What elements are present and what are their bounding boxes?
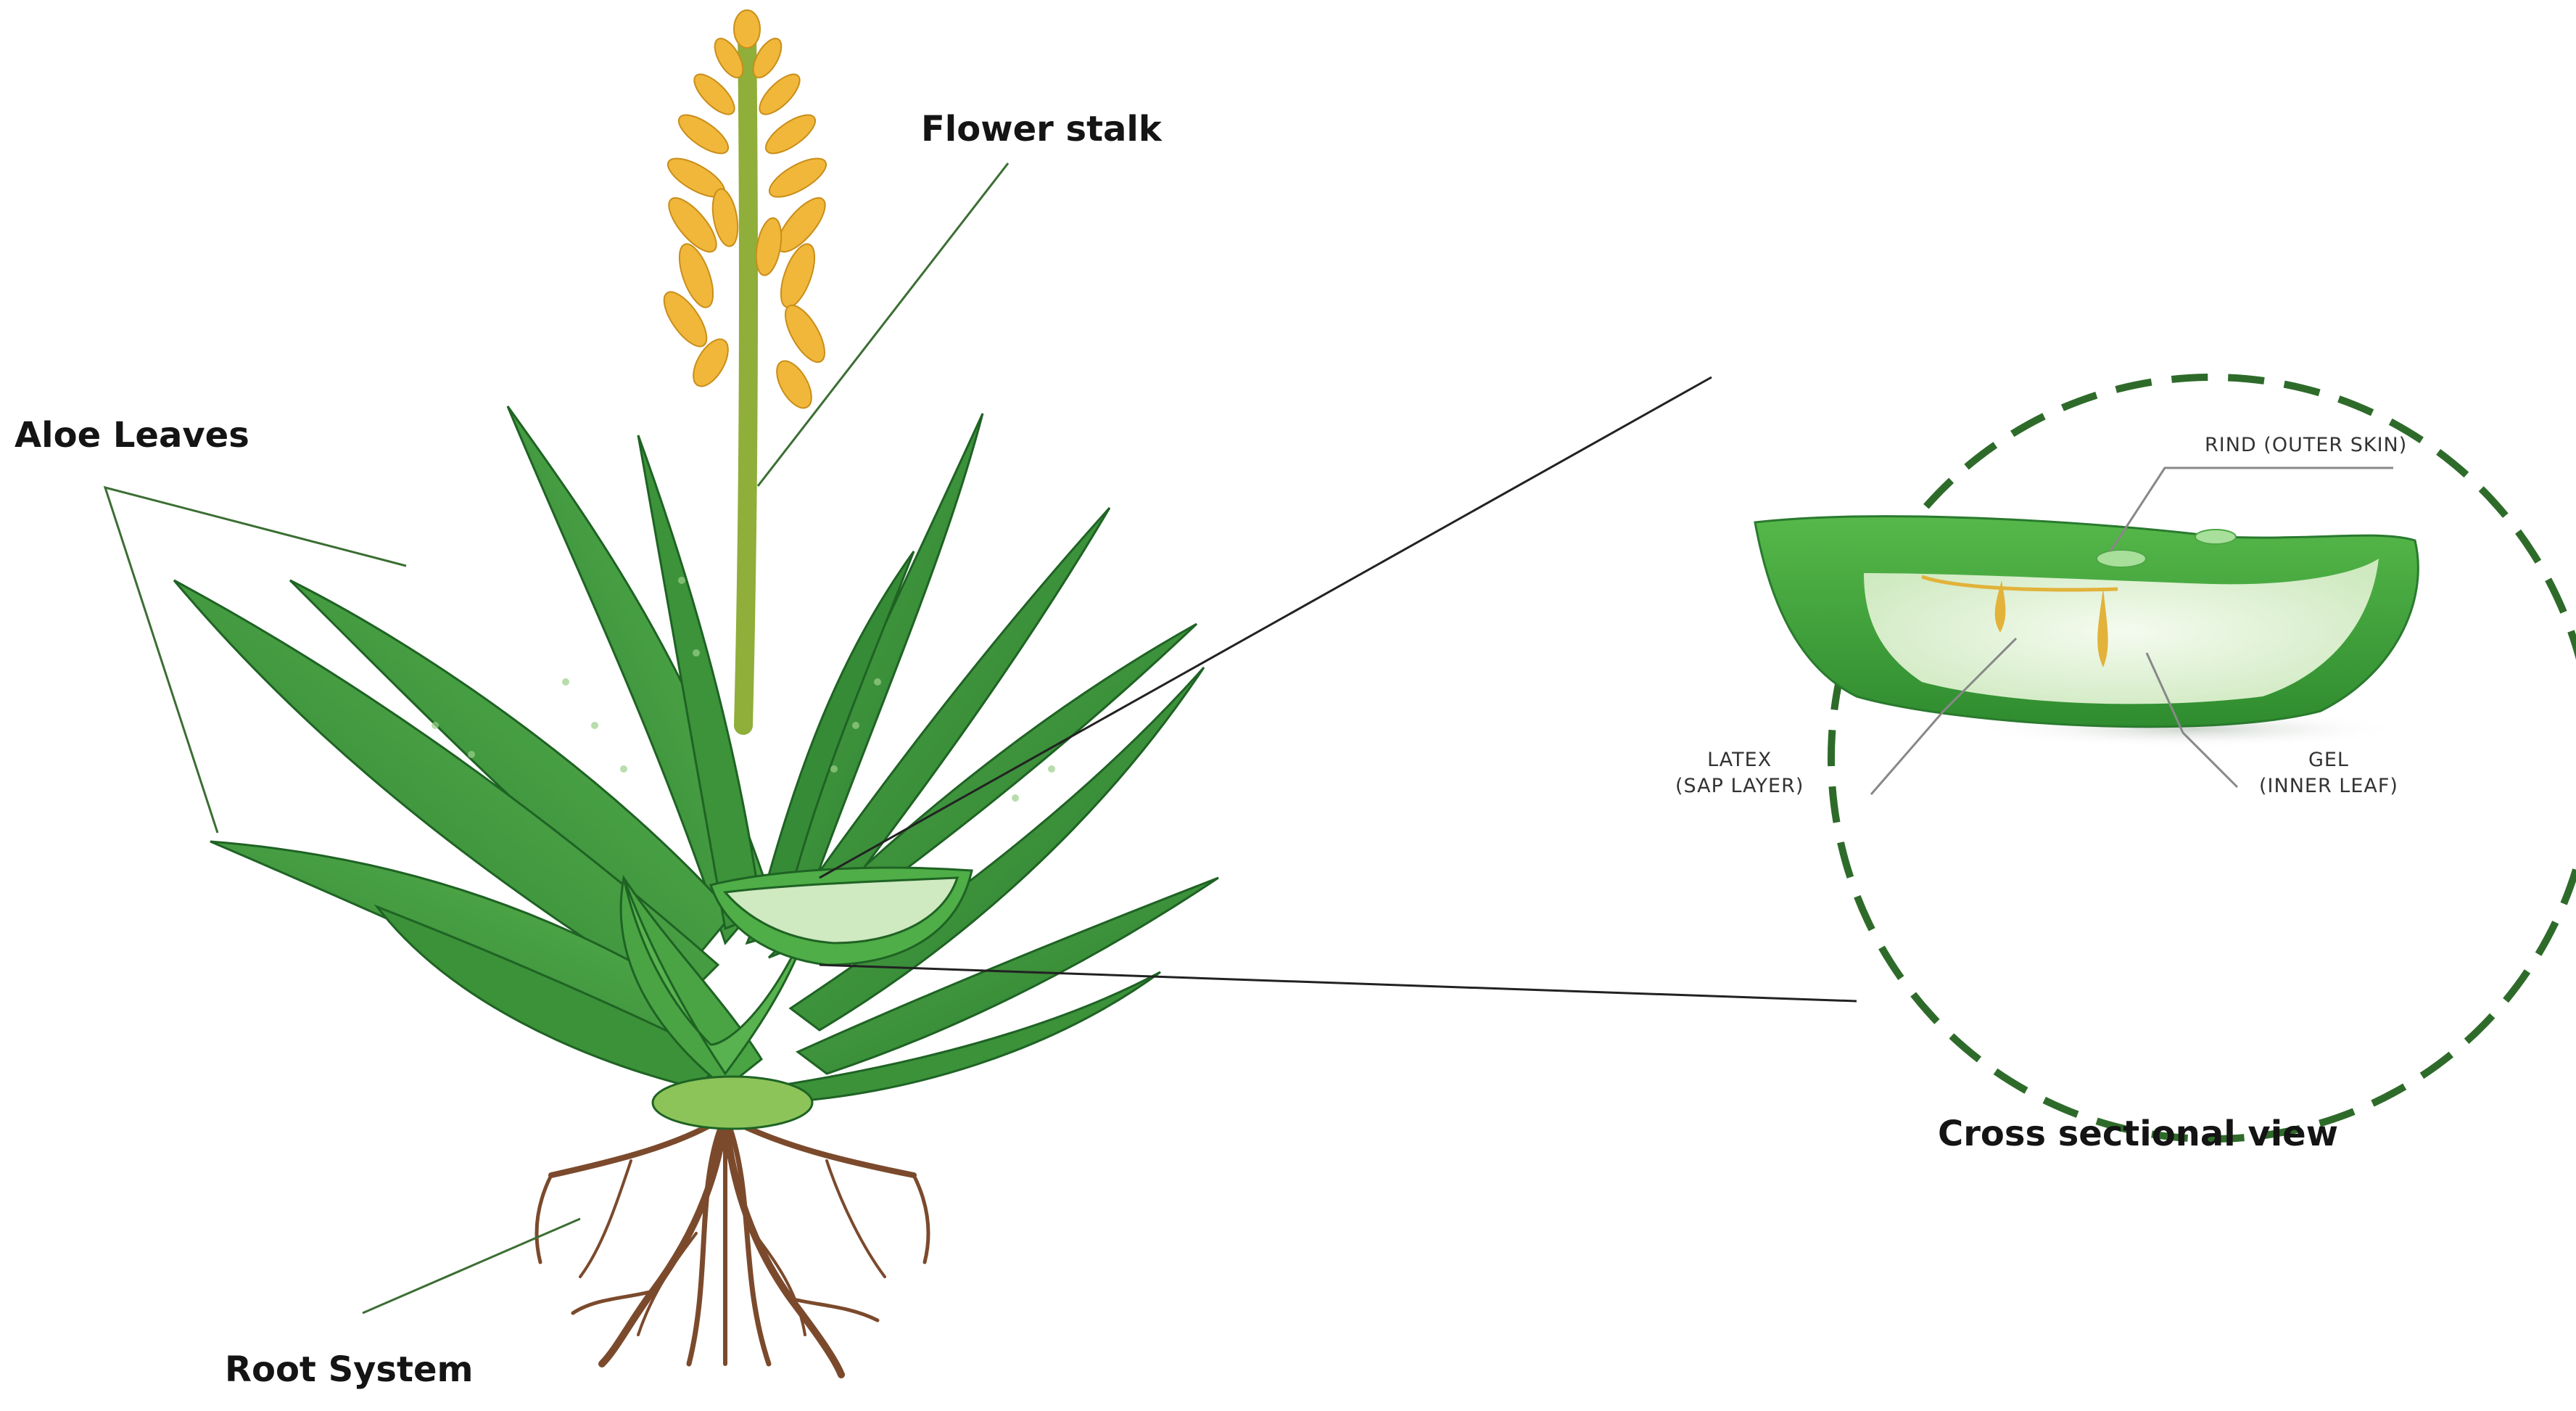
gel-leader [2145, 652, 2239, 789]
rind-label: RIND (OUTER SKIN) [2205, 434, 2408, 456]
leaf-slice-drawing [1754, 515, 2419, 748]
aloe-leaves-label: Aloe Leaves [15, 415, 249, 456]
latex-label: LATEX (SAP LAYER) [1675, 747, 1804, 799]
flower-stalk-drawing [663, 9, 827, 735]
rind-leader [2109, 466, 2393, 552]
zoom-line-bottom [819, 963, 1857, 1003]
root-system-label: Root System [225, 1349, 474, 1390]
gel-label-line2: (INNER LEAF) [2259, 775, 2398, 797]
flower-stalk-label: Flower stalk [921, 109, 1162, 149]
latex-drip [1994, 580, 2006, 633]
rind-droplet [2096, 549, 2147, 568]
root-system-drawing [534, 1114, 930, 1378]
root-system-leader [362, 1217, 581, 1315]
latex-label-line2: (SAP LAYER) [1675, 775, 1804, 797]
latex-leader [1870, 637, 2018, 795]
leader-lines [103, 163, 2393, 1315]
aloe-leaves-drawing [173, 406, 1219, 1130]
aloe-leaves-leader [103, 485, 407, 834]
cross-section-label: Cross sectional view [1938, 1114, 2339, 1154]
gel-label: GEL (INNER LEAF) [2259, 747, 2398, 799]
zoom-line-top [819, 376, 1712, 879]
flower-stalk-leader [756, 163, 1010, 487]
leaf-texture [432, 577, 1055, 802]
cross-section-circle [1828, 374, 2576, 1143]
latex-label-line1: LATEX [1707, 749, 1772, 771]
gel-label-line1: GEL [2308, 749, 2349, 771]
